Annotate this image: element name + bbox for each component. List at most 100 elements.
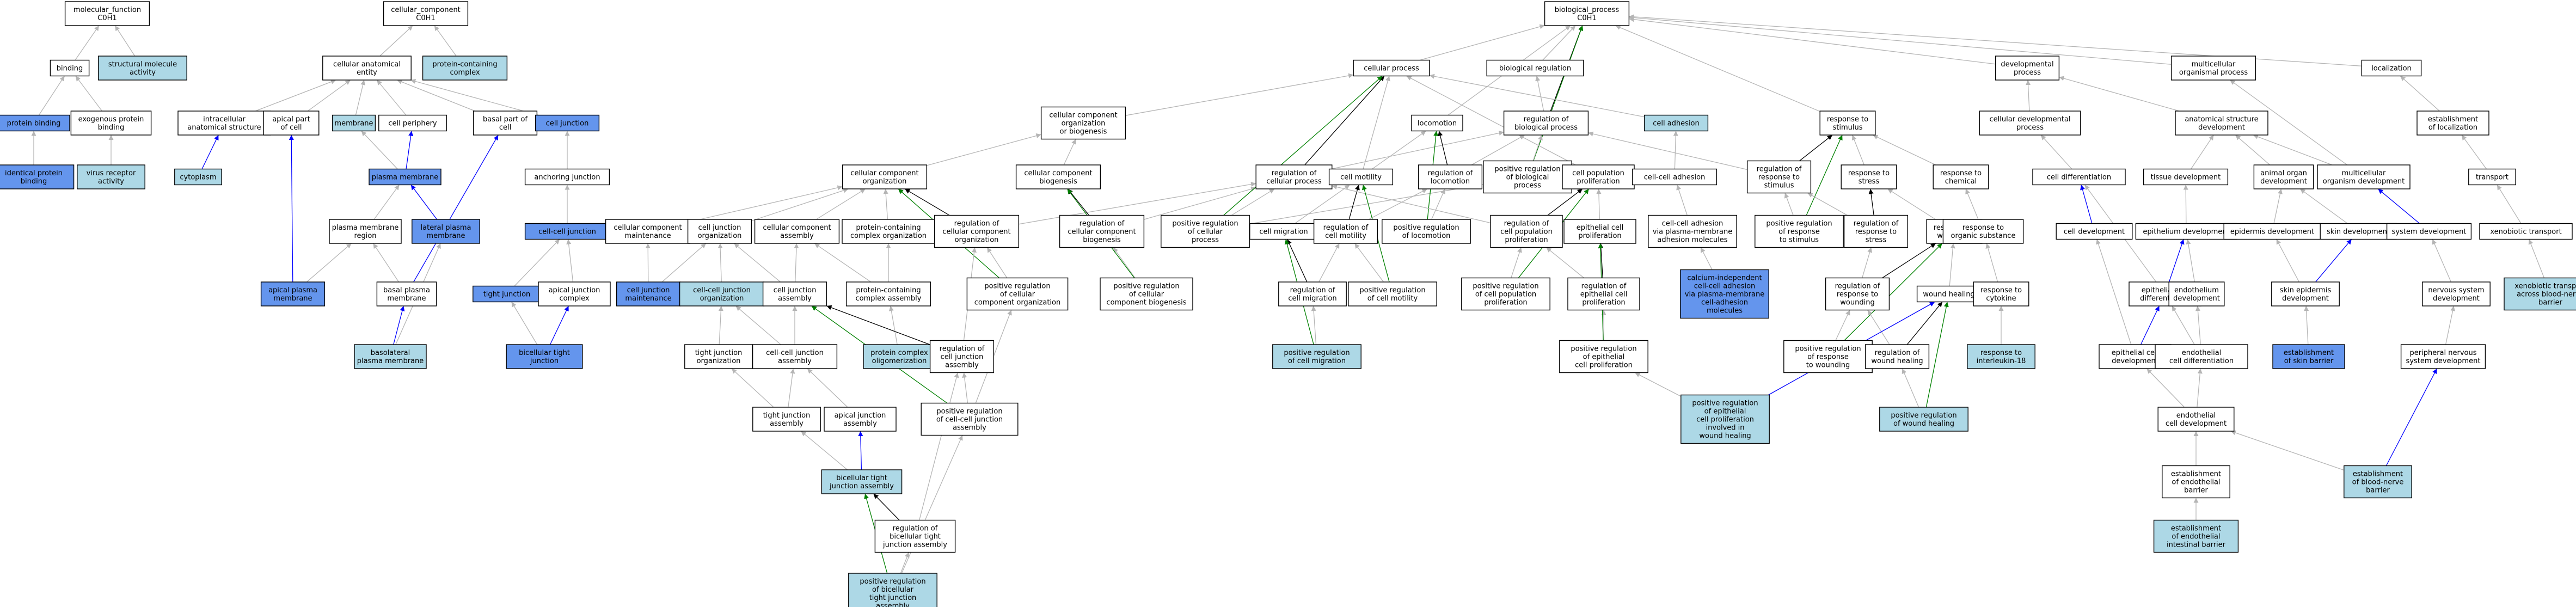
go-term-node-cellproc[interactable]: cellular process: [1353, 59, 1430, 77]
go-term-node-anchjunc[interactable]: anchoring junction: [524, 168, 610, 186]
go-term-node-cellmig[interactable]: cell migration: [1249, 223, 1318, 240]
go-term-node-woundheal[interactable]: wound healing: [1916, 285, 1982, 303]
go-term-node-locomotion[interactable]: locomotion: [1411, 114, 1463, 132]
go-term-node-xenotrans[interactable]: xenobiotic transport: [2479, 223, 2573, 240]
go-term-node-membrane[interactable]: membrane: [332, 114, 376, 132]
go-term-node-transport[interactable]: transport: [2468, 168, 2516, 186]
go-term-node-celladh[interactable]: cell adhesion: [1643, 114, 1709, 132]
go-term-node-tightjunc[interactable]: tight junction: [473, 285, 541, 303]
go-term-node-celldev[interactable]: cell development: [2056, 223, 2133, 240]
go-term-node-bioreg[interactable]: biological regulation: [1486, 59, 1584, 77]
go-term-node-localization[interactable]: localization: [2361, 59, 2422, 77]
go-term-node-sysdev[interactable]: system development: [2386, 223, 2472, 240]
go-term-node-epidev[interactable]: epithelium development: [2135, 223, 2237, 240]
go-term-node-celljunc[interactable]: cell junction: [535, 114, 600, 132]
go-term-node-protbind[interactable]: protein binding: [0, 114, 70, 132]
go-term-node-tissuedev[interactable]: tissue development: [2143, 168, 2229, 186]
go-term-node-xenobarrier[interactable]: xenobiotic transportacross blood-nerveba…: [2504, 277, 2576, 311]
go-term-node-celldiff[interactable]: cell differentiation: [2032, 168, 2126, 186]
go-term-node-cellcelladh[interactable]: cell-cell adhesion: [1632, 168, 1718, 186]
go-term-node-epiderm[interactable]: epidermis development: [2223, 223, 2321, 240]
